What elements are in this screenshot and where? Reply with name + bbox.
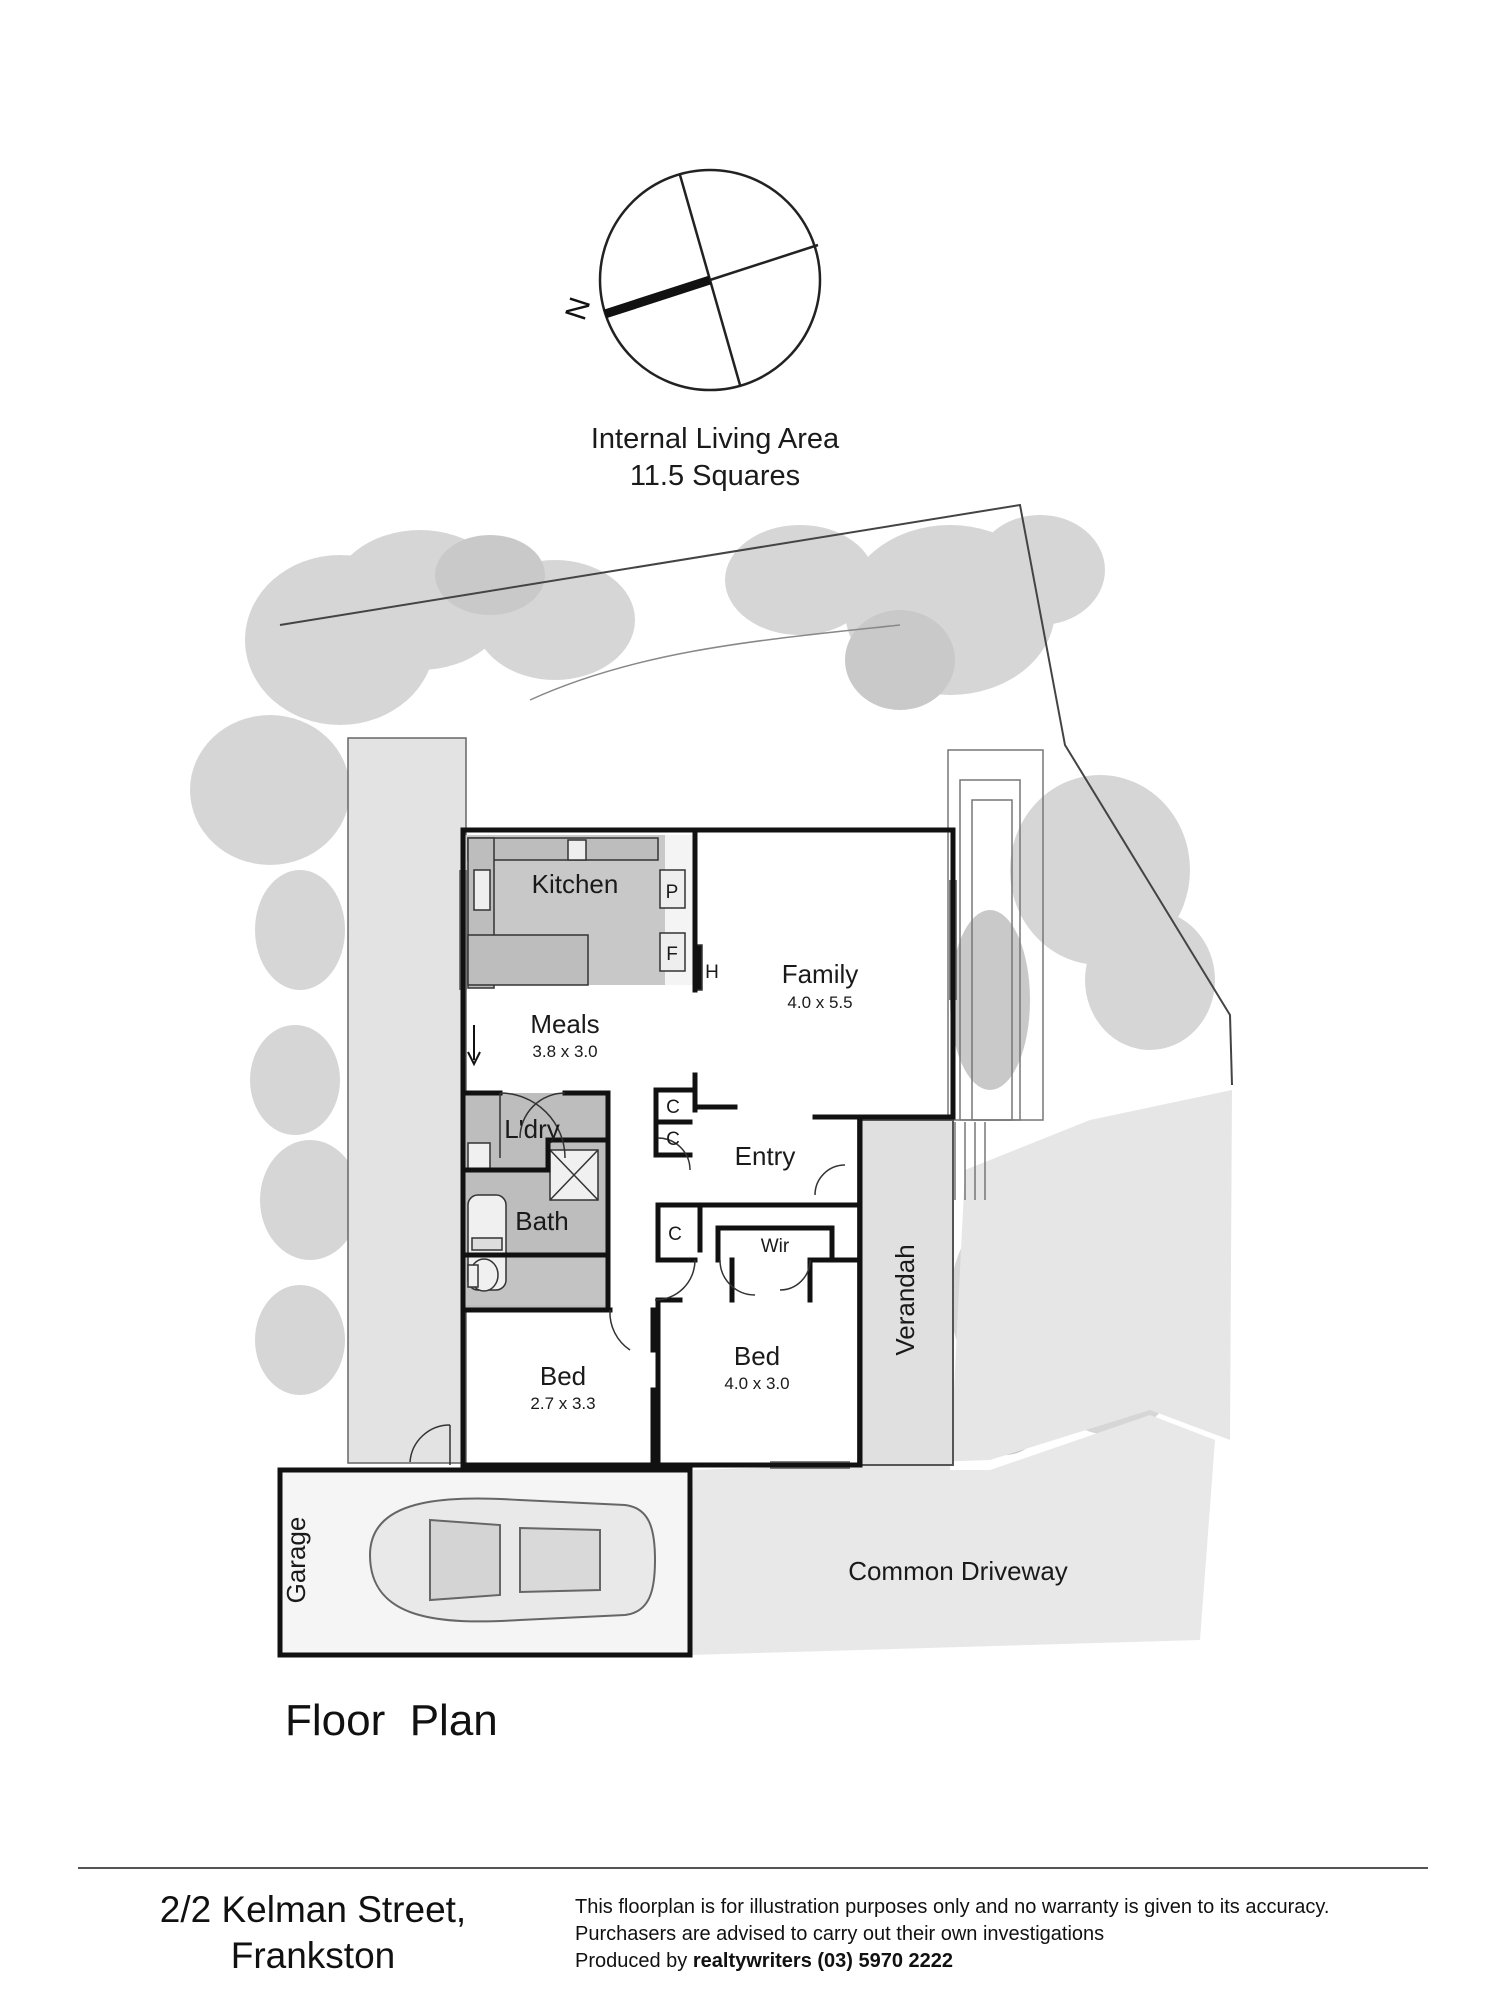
room-bed1-label: Bed [540, 1361, 586, 1391]
room-kitchen-label: Kitchen [532, 869, 619, 899]
room-bed1-dims: 2.7 x 3.3 [530, 1394, 595, 1413]
room-entry-label: Entry [735, 1141, 796, 1171]
disclaimer-line1: This floorplan is for illustration purpo… [575, 1896, 1329, 1918]
disclaimer-line2: Purchasers are advised to carry out thei… [575, 1923, 1104, 1945]
pantry-label: P [666, 882, 679, 903]
room-bath-label: Bath [515, 1206, 569, 1236]
garage-area [277, 1467, 693, 1658]
cupboard-label-3: C [668, 1224, 682, 1245]
heater-label: H [705, 962, 719, 983]
verandah-label: Verandah [890, 1244, 920, 1355]
plan-title: Floor Plan [285, 1696, 498, 1745]
windows [459, 870, 957, 1469]
property-boundary [279, 503, 1233, 1086]
producer-prefix: Produced by [575, 1950, 693, 1972]
verandah-area [857, 1119, 954, 1466]
garage-label: Garage [281, 1517, 311, 1604]
cupboard-label-2: C [666, 1129, 680, 1150]
room-bed2-dims: 4.0 x 3.0 [724, 1374, 789, 1393]
address-line2: Frankston [231, 1935, 396, 1976]
address-line1: 2/2 Kelman Street, [160, 1889, 466, 1930]
cupboard-label-1: C [666, 1097, 680, 1118]
kitchen-fixtures [467, 837, 703, 991]
compass-north-label: N [559, 293, 597, 324]
room-family-label: Family [782, 959, 859, 989]
fridge-label: F [666, 944, 678, 965]
producer-phone: (03) 5970 2222 [812, 1950, 953, 1972]
walls [460, 827, 956, 1468]
right-steps [947, 749, 1044, 1200]
room-meals-label: Meals [530, 1009, 599, 1039]
bath-fixtures [467, 1142, 599, 1292]
disclaimer-line3: Produced by realtywriters (03) 5970 2222 [575, 1950, 953, 1972]
room-wir-label: Wir [761, 1236, 790, 1257]
driveway-label: Common Driveway [848, 1556, 1068, 1586]
living-area-label: Internal Living Area [591, 423, 840, 455]
compass: N [559, 168, 822, 392]
room-meals-dims: 3.8 x 3.0 [532, 1042, 597, 1061]
room-bed2-label: Bed [734, 1341, 780, 1371]
producer-company: realtywriters [693, 1950, 812, 1972]
door-swings [409, 1092, 846, 1465]
room-laundry-label: L'dry [504, 1114, 560, 1144]
room-family-dims: 4.0 x 5.5 [787, 993, 852, 1012]
living-area-value: 11.5 Squares [630, 460, 800, 492]
side-path [347, 737, 467, 1464]
